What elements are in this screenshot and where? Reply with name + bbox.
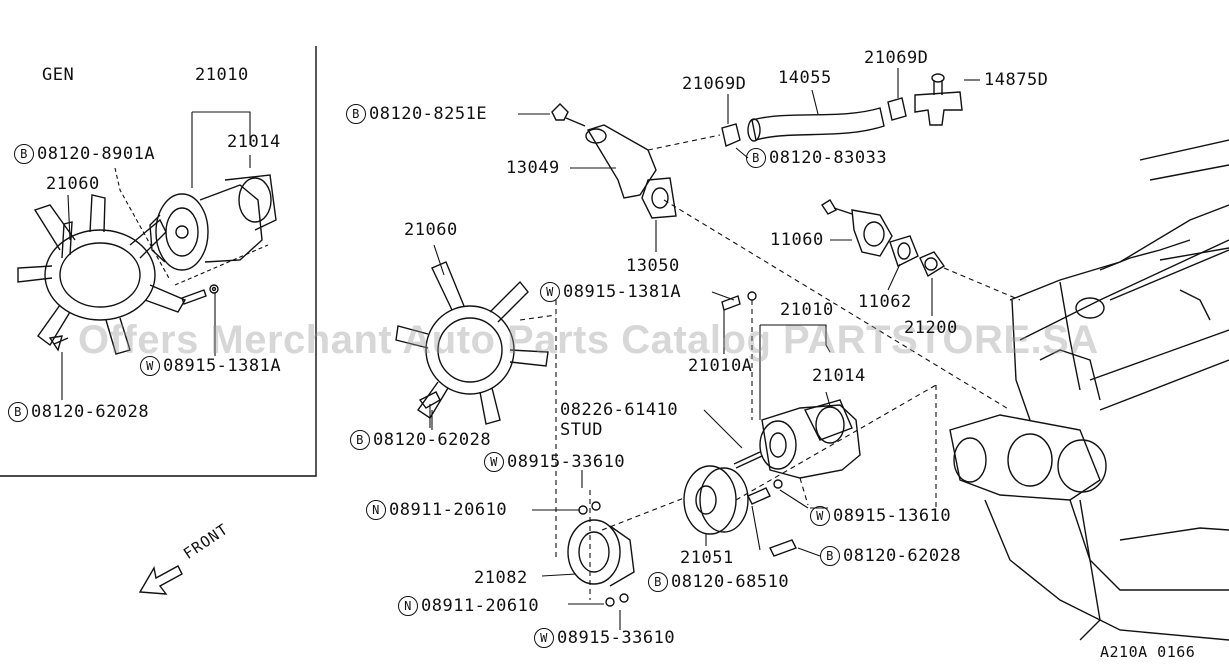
callout-21014-inset: 21014	[227, 132, 281, 152]
nut-marker-icon: N	[398, 596, 418, 616]
callout-11060: 11060	[770, 230, 824, 250]
nut-marker-icon: N	[366, 500, 386, 520]
bolt-marker-icon: B	[346, 104, 366, 124]
callout-21060-inset: 21060	[46, 174, 100, 194]
callout-13049: 13049	[506, 158, 560, 178]
washer-marker-icon: W	[810, 506, 830, 526]
washer-marker-icon: W	[534, 628, 554, 648]
callout-14055: 14055	[778, 68, 832, 88]
main-leaders	[431, 68, 1021, 630]
callout-21051: 21051	[680, 548, 734, 568]
fan-clutch-drawing	[567, 501, 635, 607]
bolt-marker-icon: B	[820, 546, 840, 566]
callout-21069d-right: 21069D	[864, 48, 929, 68]
inset-label-gen: GEN	[42, 65, 75, 85]
engine-drawing	[949, 139, 1229, 641]
callout-21010-inset: 21010	[195, 65, 249, 85]
front-arrow-icon	[138, 565, 183, 595]
pulley-drawing	[683, 465, 749, 535]
callout-21200: 21200	[904, 318, 958, 338]
washer-marker-icon: W	[140, 356, 160, 376]
bolt-marker-icon: B	[746, 148, 766, 168]
callout-21060-main: 21060	[404, 220, 458, 240]
callout-21010a: 21010A	[688, 356, 753, 376]
callout-11062: 11062	[858, 292, 912, 312]
inset-frame	[0, 46, 317, 477]
hose-assembly-drawing	[551, 73, 963, 219]
inset-leaders	[61, 111, 269, 400]
bolt-marker-icon: B	[350, 430, 370, 450]
callout-13050: 13050	[626, 256, 680, 276]
fan-bolt-drawing	[418, 391, 441, 428]
bolt-marker-icon: B	[648, 572, 668, 592]
callout-21010-main: 21010	[780, 300, 834, 320]
callout-21082: 21082	[474, 568, 528, 588]
figure-code: A210A 0166	[1100, 643, 1196, 661]
washer-marker-icon: W	[484, 452, 504, 472]
callout-14875d: 14875D	[984, 70, 1049, 90]
washer-marker-icon: W	[540, 282, 560, 302]
callout-21014-main: 21014	[812, 366, 866, 386]
inset-hardware-drawing	[48, 284, 219, 352]
water-pump-drawing	[733, 399, 861, 479]
inset-fan-drawing	[17, 194, 187, 355]
bolt-marker-icon: B	[8, 402, 28, 422]
bolt-marker-icon: B	[14, 144, 34, 164]
callout-08226-61410: 08226-61410	[560, 400, 679, 420]
callout-stud: STUD	[560, 420, 603, 440]
fan-drawing	[395, 261, 549, 425]
callout-21069d-left: 21069D	[682, 74, 747, 94]
inset-pump-drawing	[149, 174, 277, 271]
thermostat-drawing	[821, 199, 946, 278]
watermark: Offers Merchant Auto Parts Catalog PARTS…	[78, 318, 1099, 362]
